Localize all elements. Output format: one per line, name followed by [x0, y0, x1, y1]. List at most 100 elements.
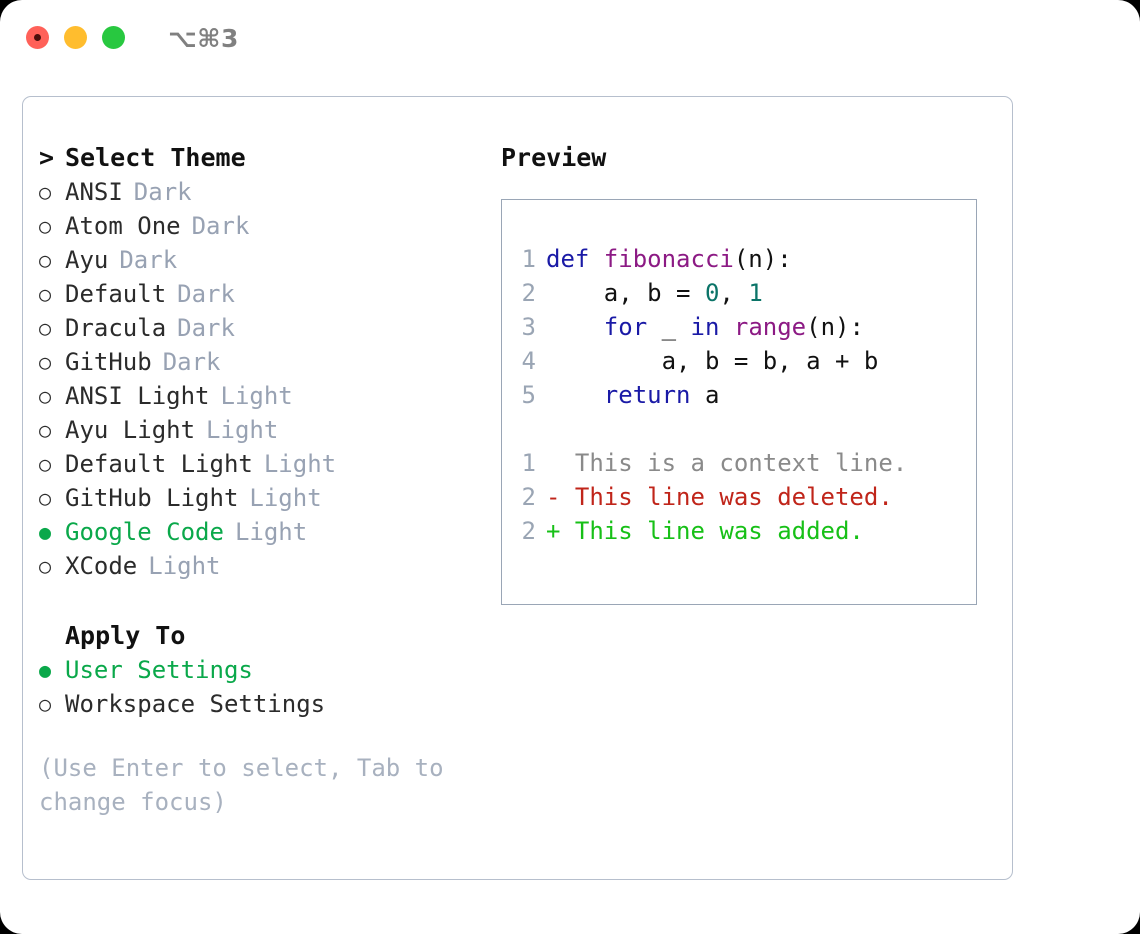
diff-line-text: - This line was deleted.	[546, 483, 893, 511]
radio-unselected-icon: ○	[39, 316, 52, 340]
theme-option-default[interactable]: ○ Default Dark	[39, 277, 499, 311]
diff-line-add: 2 + This line was added.	[502, 514, 976, 548]
code-token-plain: a, b =	[546, 279, 705, 307]
code-token-plain: a, b = b, a + b	[546, 347, 879, 375]
code-token-plain: (n):	[806, 313, 864, 341]
traffic-lights	[26, 26, 125, 49]
close-button-icon[interactable]	[26, 26, 49, 49]
line-number: 1	[521, 245, 536, 273]
apply-to-option-user-settings[interactable]: ● User Settings	[39, 653, 499, 687]
code-line: 4 a, b = b, a + b	[502, 344, 976, 378]
theme-option-dracula[interactable]: ○ Dracula Dark	[39, 311, 499, 345]
code-token-kw: for	[603, 313, 648, 341]
diff-line-text: This is a context line.	[546, 449, 908, 477]
apply-to-option-workspace-settings[interactable]: ○ Workspace Settings	[39, 687, 499, 721]
line-number: 4	[521, 347, 536, 375]
code-token-num: 0	[704, 279, 720, 307]
radio-unselected-icon: ○	[39, 180, 52, 204]
code-line: 5 return a	[502, 378, 976, 412]
theme-option-xcode[interactable]: ○ XCode Light	[39, 549, 499, 583]
line-number: 2	[521, 483, 536, 511]
theme-variant-tag: Dark	[177, 314, 235, 342]
theme-variant-tag: Dark	[177, 280, 235, 308]
apply-to-option-label: Workspace Settings	[65, 690, 326, 718]
section-spacer	[39, 583, 499, 619]
apply-to-title: Apply To	[65, 621, 186, 650]
code-line-text: def fibonacci(n):	[546, 242, 792, 276]
apply-to-list: ● User Settings ○ Workspace Settings	[39, 653, 499, 721]
code-token-plain	[546, 381, 604, 409]
preview-title: Preview	[501, 143, 607, 172]
radio-unselected-icon: ○	[39, 384, 52, 408]
apply-to-option-label: User Settings	[65, 656, 253, 684]
code-token-fn: range	[733, 313, 807, 341]
code-line-text: for _ in range(n):	[546, 310, 864, 344]
radio-unselected-icon: ○	[39, 248, 52, 272]
theme-option-label: Google Code	[65, 518, 224, 546]
radio-unselected-icon: ○	[39, 418, 52, 442]
theme-option-ansi[interactable]: ○ ANSI Dark	[39, 175, 499, 209]
minimize-button-icon[interactable]	[64, 26, 87, 49]
theme-option-label: Default Light	[65, 450, 253, 478]
code-token-kw: in	[690, 313, 720, 341]
code-token-kw: return	[603, 381, 691, 409]
line-number: 1	[521, 449, 536, 477]
theme-option-label: Dracula	[65, 314, 167, 342]
theme-option-label: ANSI	[65, 178, 123, 206]
theme-variant-tag: Dark	[133, 178, 192, 206]
code-token-num: 1	[748, 279, 763, 307]
theme-variant-tag: Light	[148, 552, 221, 580]
code-token-fn: fibonacci	[603, 245, 734, 273]
select-theme-title: Select Theme	[65, 143, 246, 172]
theme-option-label: XCode	[65, 552, 138, 580]
focus-caret-placeholder-icon	[39, 619, 65, 653]
maximize-button-icon[interactable]	[102, 26, 125, 49]
theme-option-label: GitHub Light	[65, 484, 239, 512]
diff-line-del: 2 - This line was deleted.	[502, 480, 976, 514]
radio-selected-icon: ●	[39, 658, 52, 682]
code-token-plain	[719, 313, 733, 341]
radio-unselected-icon: ○	[39, 350, 52, 374]
radio-selected-icon: ●	[39, 520, 52, 544]
theme-option-label: Ayu Light	[65, 416, 196, 444]
theme-variant-tag: Dark	[162, 348, 221, 376]
line-number: 5	[521, 381, 536, 409]
line-number: 2	[521, 517, 536, 545]
radio-unselected-icon: ○	[39, 282, 52, 306]
theme-variant-tag: Dark	[191, 212, 250, 240]
diff-sample: 1 This is a context line. 2 - This line wa…	[502, 446, 976, 548]
keyboard-hint-text: (Use Enter to select, Tab to change focu…	[39, 754, 444, 816]
radio-unselected-icon: ○	[39, 692, 52, 716]
select-theme-header: > Select Theme	[39, 141, 499, 175]
theme-option-label: Default	[65, 280, 167, 308]
code-line-text: return a	[546, 378, 720, 412]
diff-line-text: + This line was added.	[546, 517, 864, 545]
theme-variant-tag: Dark	[119, 246, 178, 274]
radio-unselected-icon: ○	[39, 452, 52, 476]
code-line-text: a, b = 0, 1	[546, 276, 763, 310]
code-token-plain: ,	[719, 279, 749, 307]
title-bar: ⌥⌘3	[0, 0, 1140, 78]
code-token-plain	[546, 313, 604, 341]
code-line-text: a, b = b, a + b	[546, 344, 879, 378]
code-line: 3 for _ in range(n):	[502, 310, 976, 344]
code-token-plain: (n):	[733, 245, 792, 273]
theme-variant-tag: Light	[220, 382, 293, 410]
radio-unselected-icon: ○	[39, 486, 52, 510]
radio-unselected-icon: ○	[39, 554, 52, 578]
code-line: 1 def fibonacci(n):	[502, 242, 976, 276]
